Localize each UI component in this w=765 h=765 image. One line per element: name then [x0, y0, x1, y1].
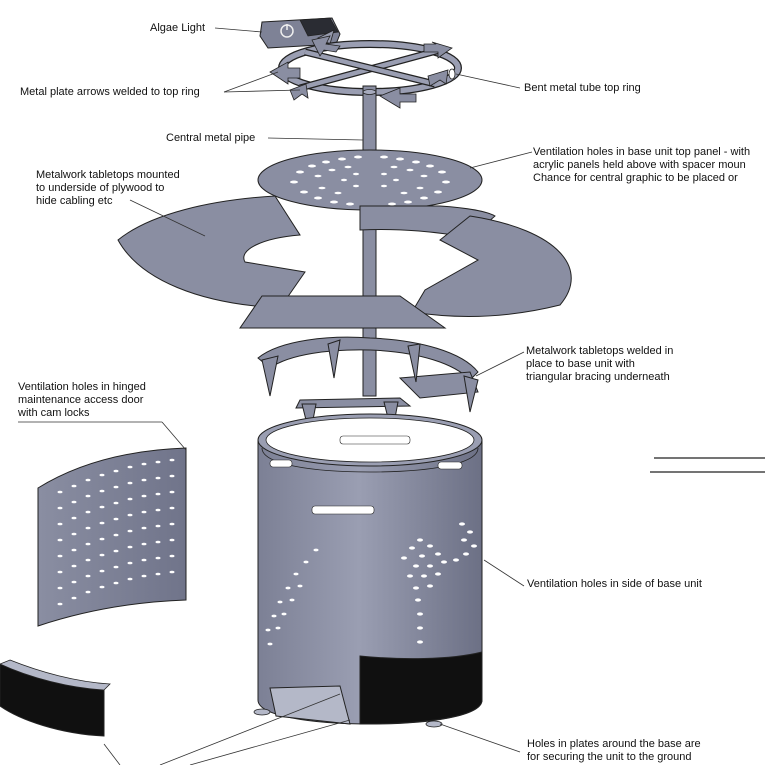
dimension-lines — [650, 457, 765, 473]
top-ring — [269, 35, 462, 109]
label-holes-plates-1: Holes in plates around the base are — [527, 738, 701, 750]
label-tabletops-mounted-2: to underside of plywood to — [36, 182, 165, 194]
label-vent-door-1: Ventilation holes in hinged — [18, 381, 146, 393]
perforated-disc — [257, 149, 483, 211]
label-tabletops-welded-1: Metalwork tabletops welded in — [526, 345, 674, 357]
label-algae-light: Algae Light — [150, 22, 206, 34]
label-bent-metal-tube: Bent metal tube top ring — [524, 82, 641, 94]
label-tabletops-mounted-1: Metalwork tabletops mounted — [36, 169, 180, 181]
label-vent-door-3: with cam locks — [18, 407, 90, 419]
label-central-metal-pipe: Central metal pipe — [166, 132, 256, 144]
base-plate-segment — [0, 659, 111, 737]
tabletop-segments — [117, 195, 572, 329]
label-vent-door-2: maintenance access door — [18, 394, 144, 406]
label-vent-top-panel-3: Chance for central graphic to be placed … — [533, 172, 738, 184]
label-vent-side: Ventilation holes in side of base unit — [527, 578, 702, 590]
label-metal-plate-arrows: Metal plate arrows welded to top ring — [20, 86, 200, 98]
base-cylinder — [253, 413, 483, 728]
label-tabletops-mounted-3: hide cabling etc — [36, 195, 113, 207]
label-tabletops-welded-2: place to base unit with — [526, 358, 635, 370]
label-tabletops-welded-3: triangular bracing underneath — [526, 371, 670, 383]
label-vent-top-panel-2: acrylic panels held above with spacer mo… — [533, 159, 746, 171]
label-holes-plates-2: for securing the unit to the ground — [527, 751, 692, 765]
leader-lines — [18, 27, 533, 765]
welded-tabletop-ring — [257, 336, 479, 437]
label-vent-top-panel-1: Ventilation holes in base unit top panel… — [533, 146, 751, 158]
access-door — [37, 447, 187, 627]
